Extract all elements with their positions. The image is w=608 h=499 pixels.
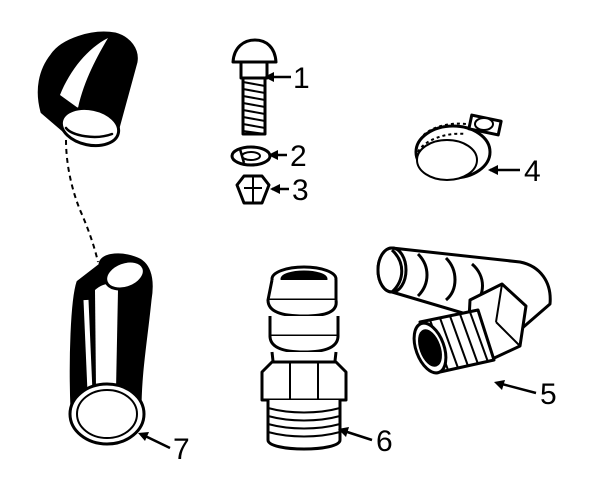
bolt-1 <box>231 38 278 136</box>
hex-nut-3 <box>235 174 271 205</box>
hose-barb-adapter-6 <box>260 265 348 451</box>
callout-leaders <box>138 72 537 450</box>
elbow-fitting-5 <box>376 246 552 375</box>
callout-3: 3 <box>292 174 309 207</box>
upper-hose-piece <box>37 31 138 148</box>
lock-washer-2 <box>230 145 272 167</box>
callout-2: 2 <box>290 140 307 173</box>
hose-clamp-4 <box>414 113 503 181</box>
callout-6: 6 <box>376 425 393 458</box>
callout-5: 5 <box>540 378 557 411</box>
hose-section-7 <box>68 253 153 446</box>
callout-7: 7 <box>173 433 190 466</box>
callout-4: 4 <box>524 155 541 188</box>
hose-connector-line <box>65 139 99 263</box>
callout-1: 1 <box>293 62 310 95</box>
